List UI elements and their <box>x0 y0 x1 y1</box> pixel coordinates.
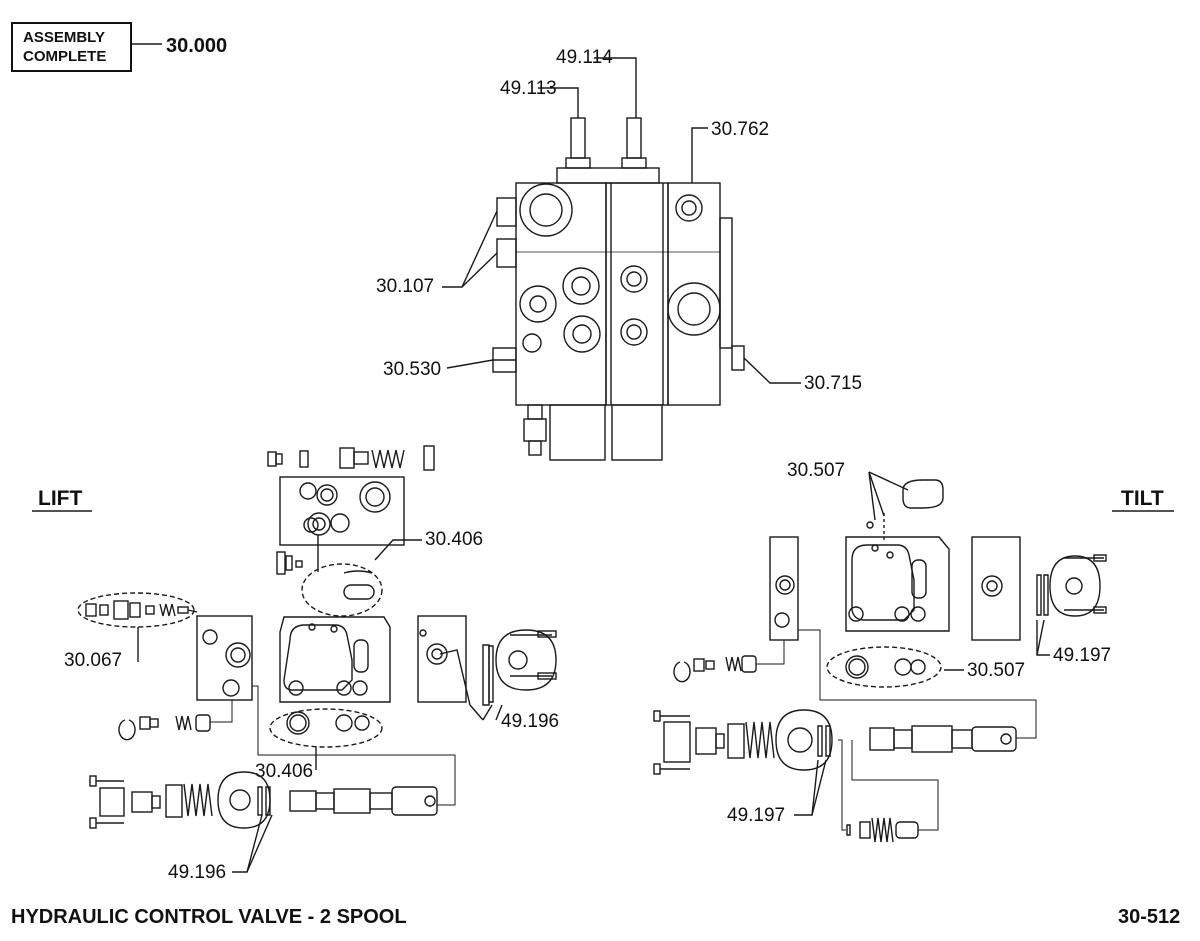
section-lift: LIFT <box>38 487 83 510</box>
leader-30-762 <box>691 127 708 183</box>
leader-30-530 <box>446 359 494 369</box>
assembly-complete-box: ASSEMBLY COMPLETE <box>11 22 132 72</box>
assembly-line-2: COMPLETE <box>23 48 107 65</box>
assembly-number: 30.000 <box>166 35 228 57</box>
callout-30-406-top: 30.406 <box>425 529 484 550</box>
callout-30-067: 30.067 <box>64 650 123 671</box>
leader-30-715 <box>743 357 801 384</box>
callout-49-114: 49.114 <box>556 47 613 68</box>
callout-49-197-right: 49.197 <box>1053 645 1112 666</box>
callout-49-197-bottom: 49.197 <box>727 805 786 826</box>
callout-30-715: 30.715 <box>804 373 863 394</box>
leader-30-107a <box>442 210 498 288</box>
callout-30-406-bottom: 30.406 <box>255 761 314 782</box>
section-tilt: TILT <box>1121 487 1164 510</box>
tilt-exploded-group <box>653 471 1174 843</box>
page-number: 30-512 <box>1118 906 1181 928</box>
assembly-line-1: ASSEMBLY <box>23 29 105 46</box>
callout-30-530: 30.530 <box>383 359 442 380</box>
callout-49-196-bottom: 49.196 <box>168 862 227 883</box>
callout-49-196-mid: 49.196 <box>501 711 560 732</box>
callout-49-113: 49.113 <box>500 78 557 99</box>
valve-assembly-main <box>492 117 745 461</box>
drawing-title: HYDRAULIC CONTROL VALVE - 2 SPOOL <box>11 906 407 928</box>
callout-30-507-top: 30.507 <box>787 460 846 481</box>
leader-49-114 <box>594 57 637 118</box>
lift-exploded-group <box>32 445 557 873</box>
callout-30-107: 30.107 <box>376 276 435 297</box>
callout-30-507-mid: 30.507 <box>967 660 1026 681</box>
callout-30-762: 30.762 <box>711 119 770 140</box>
leader-49-113 <box>538 87 579 118</box>
leader-30-107b <box>461 252 498 288</box>
